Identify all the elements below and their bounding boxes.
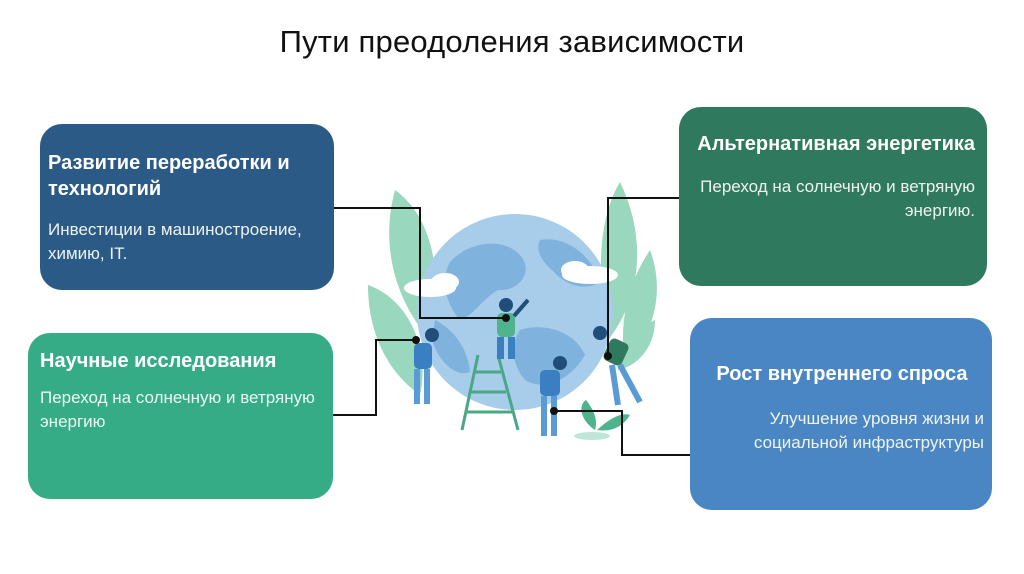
card-heading: Рост внутреннего спроса xyxy=(716,363,968,385)
card-text: Улучшение уровня жизни и социальной инфр… xyxy=(753,409,984,452)
card-heading: Научные исследования xyxy=(40,350,277,372)
card-text: Инвестиции в машиностроение, химию, IT. xyxy=(48,220,302,263)
card-processing-technologies: Развитие переработки и технологий Инвест… xyxy=(40,124,334,290)
card-alternative-energy: Альтернативная энергетика Переход на сол… xyxy=(679,107,987,286)
card-heading: Развитие переработки и технологий xyxy=(48,152,290,200)
card-text: Переход на солнечную и ветряную энергию xyxy=(40,388,315,431)
worker-figure xyxy=(414,328,439,404)
card-heading: Альтернативная энергетика xyxy=(697,133,975,155)
card-scientific-research: Научные исследования Переход на солнечну… xyxy=(28,333,333,499)
page-title: Пути преодоления зависимости xyxy=(279,24,745,59)
worker-figure xyxy=(540,356,567,436)
card-text: Переход на солнечную и ветряную энергию. xyxy=(700,177,975,220)
globe-illustration xyxy=(404,214,618,410)
connector-dots xyxy=(412,314,612,415)
ladder-icon xyxy=(460,354,520,431)
worker-figure xyxy=(593,326,643,406)
card-domestic-demand: Рост внутреннего спроса Улучшение уровня… xyxy=(690,318,992,510)
connector-lines xyxy=(333,197,690,456)
